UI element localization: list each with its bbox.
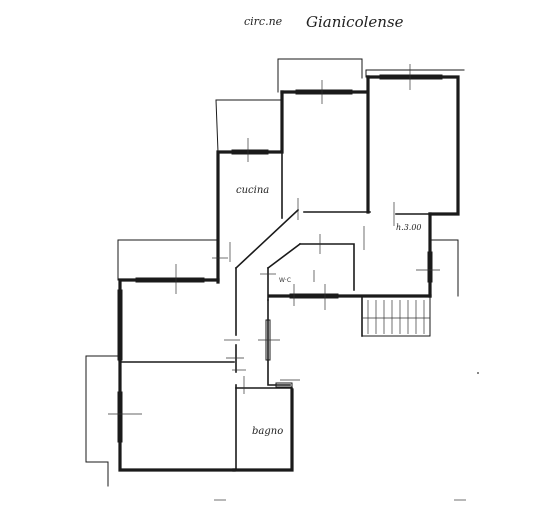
interior-walls <box>119 149 432 471</box>
room-label-kitchen: cucina <box>236 185 269 196</box>
stray-mark <box>477 372 479 374</box>
door-marks <box>212 198 395 394</box>
room-label-bathroom: bagno <box>252 426 283 437</box>
windows <box>108 64 443 443</box>
ceiling-height-note: h.3.00 <box>396 223 422 232</box>
balcony-outlines <box>85 58 465 487</box>
staircase <box>361 295 431 337</box>
room-label-wc: W·C <box>279 277 291 284</box>
address-prefix: circ.ne <box>244 15 283 28</box>
address-name: Gianicolense <box>306 13 404 31</box>
exterior-walls <box>118 75 460 472</box>
